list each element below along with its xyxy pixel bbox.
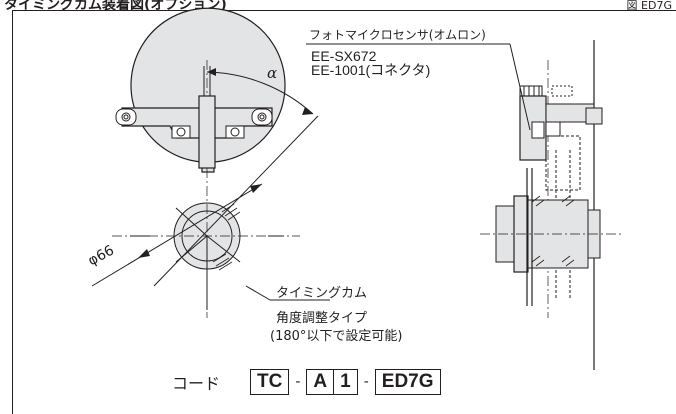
angle-alpha-label: α	[267, 64, 278, 82]
timing-cam	[112, 7, 319, 318]
sensor-model-label-2: EE-1001(コネクタ)	[311, 62, 431, 78]
code-separator: -	[295, 374, 301, 390]
code-separator: -	[363, 374, 369, 390]
figure-reference: 図 ED7G	[626, 0, 672, 12]
diameter-dimension	[91, 183, 263, 287]
angle-alpha-arc	[206, 68, 314, 115]
order-code: コード TC - A 1 - ED7G	[172, 369, 441, 395]
code-part-a: A	[306, 369, 335, 395]
code-part-tc: TC	[250, 369, 290, 395]
code-label: コード	[172, 374, 221, 393]
sensor-model-label-1: EE-SX672	[311, 48, 377, 64]
cam-type-label: 角度調整タイプ	[276, 311, 368, 326]
cam-name-label: タイミングカム	[276, 286, 368, 301]
code-part-1: 1	[333, 369, 358, 395]
side-view	[480, 40, 624, 370]
sensor-name-label: フォトマイクロセンサ(オムロン)	[309, 28, 486, 42]
diagram-title: タイミングカム装着図(オプション)	[4, 0, 227, 13]
sensor-bracket	[115, 66, 273, 169]
code-part-ed7g: ED7G	[374, 369, 441, 395]
cam-range-label: (180°以下で設定可能)	[270, 329, 403, 344]
drawing-frame	[12, 10, 676, 414]
